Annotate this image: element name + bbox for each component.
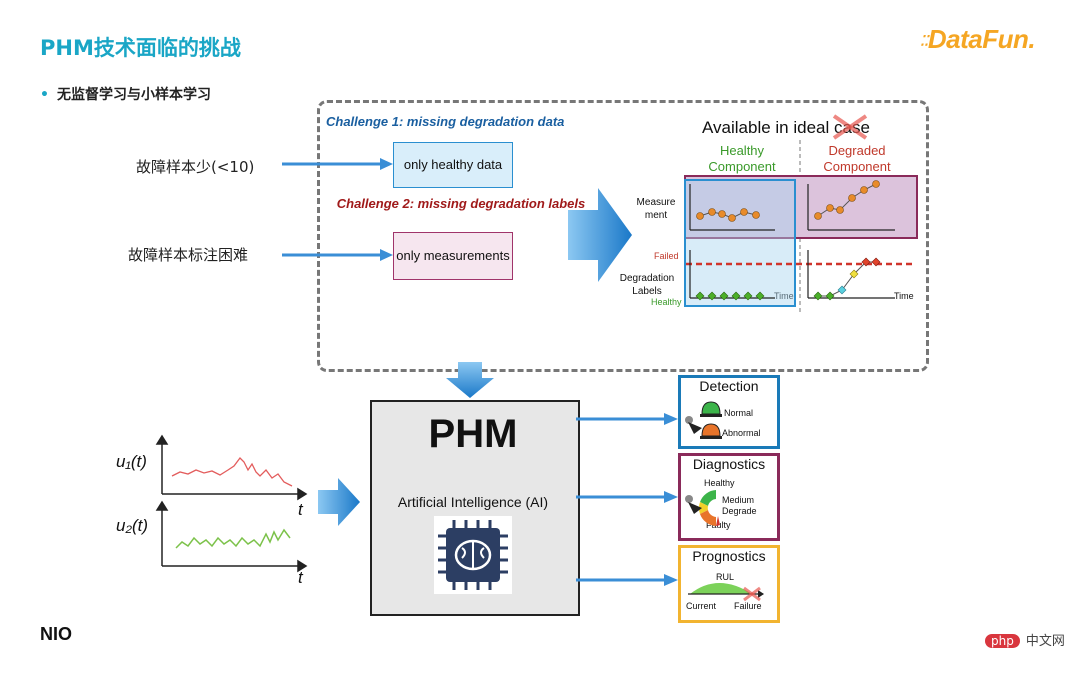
rul-label: RUL — [716, 572, 735, 582]
watermark: php 中文网 — [985, 630, 1065, 649]
logo-grid-icon: ⁚⁚ — [920, 32, 928, 49]
degraded-component-text: Degraded Component — [823, 143, 891, 174]
bullet-dot-icon: • — [40, 87, 49, 103]
bullet-item: • 无监督学习与小样本学习 — [40, 84, 211, 104]
only-measurements-box: only measurements — [393, 232, 513, 280]
u1-signal — [171, 457, 293, 487]
prognostics-title: Prognostics — [692, 548, 766, 564]
time-label-4: Time — [894, 291, 914, 301]
u2-signal — [175, 528, 291, 549]
few-fault-samples-label: 故障样本少(<10) — [136, 158, 255, 176]
page-title: PHM技术面临的挑战 — [40, 36, 241, 60]
only-healthy-data-box: only healthy data — [393, 142, 513, 188]
u2-axes — [155, 500, 308, 573]
abnormal-label: Abnormal — [722, 428, 761, 438]
time-label-3: Time — [774, 291, 794, 301]
arrow-to-prognostics — [576, 574, 678, 586]
labeling-difficulty-label: 故障样本标注困难 — [128, 246, 249, 264]
degradation-labels-label: Degradation Labels — [619, 273, 675, 297]
watermark-text: 中文网 — [1025, 634, 1065, 649]
healthy-component-title: Healthy Component — [697, 143, 787, 175]
diagnostics-title: Diagnostics — [692, 456, 766, 472]
php-badge: php — [985, 634, 1020, 648]
detection-box: Detection — [678, 375, 780, 449]
u1-label: u₁(t) — [116, 452, 147, 471]
normal-label: Normal — [724, 408, 754, 418]
time-label-2: Time — [894, 223, 914, 233]
diag-degrade-label: Degrade — [722, 506, 757, 516]
t-label-1: t — [298, 500, 303, 519]
bullet-text: 无监督学习与小样本学习 — [56, 87, 211, 103]
healthy-component-text: Healthy Component — [708, 143, 776, 174]
failure-label: Failure — [734, 601, 762, 611]
phm-subtitle: Artificial Intelligence (AI) — [397, 494, 549, 510]
ideal-case-title: Available in ideal case — [702, 118, 870, 137]
challenge-container — [317, 100, 929, 372]
u1-axes — [155, 434, 308, 501]
u2-label: u₂(t) — [116, 516, 148, 535]
nio-logo: NIO — [40, 624, 73, 644]
time-label-1: Time — [774, 223, 794, 233]
current-label: Current — [686, 601, 717, 611]
challenge-1-title: Challenge 1: missing degradation data — [326, 114, 565, 129]
diag-medium-label: Medium — [722, 495, 755, 505]
detection-title: Detection — [699, 378, 759, 394]
healthy-level-label: Healthy — [651, 297, 682, 307]
signals-to-phm-arrow — [318, 478, 360, 526]
failed-label: Failed — [654, 251, 679, 261]
diagnostics-box: Diagnostics — [678, 453, 780, 541]
t-label-2: t — [298, 568, 303, 587]
phm-title: PHM — [428, 412, 518, 456]
arrow-to-detection — [576, 413, 678, 425]
prognostics-box: Prognostics — [678, 545, 780, 623]
diag-faulty-label: Faulty — [706, 520, 731, 530]
arrow-to-diagnostics — [576, 491, 678, 503]
measurement-label: Measure ment — [636, 197, 676, 221]
logo-text: DataFun. — [927, 24, 1036, 54]
diag-healthy-label: Healthy — [704, 478, 735, 488]
challenge-2-title: Challenge 2: missing degradation labels — [336, 196, 586, 211]
degraded-component-title: Degraded Component — [812, 143, 902, 175]
datafun-logo: ⁚⁚DataFun. — [920, 24, 1036, 55]
